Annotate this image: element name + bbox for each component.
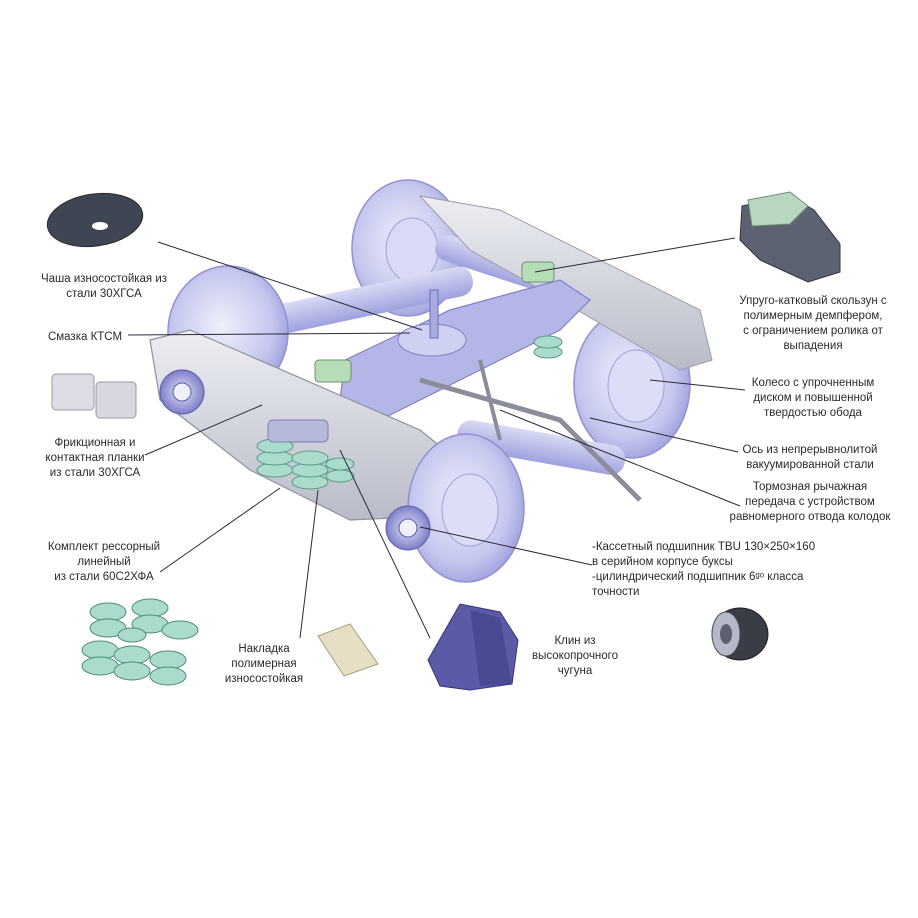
label-wheel: Колесо с упрочненным диском и повышенной… [751,377,875,419]
label-bearing: -Кассетный подшипник TBU 130×250×160 в с… [592,541,816,598]
side-bearing-right [521,261,555,283]
friction-plate-1 [51,373,95,411]
bolster-end [267,419,329,443]
center-pin [429,289,439,339]
rear-right-wheel-hub [607,349,665,423]
label-brake: Тормозная рычажная передача с устройство… [729,481,891,523]
wear-bowl-hole [92,222,108,230]
brake-lever [478,359,502,441]
label-wear-bowl: Чаша износостойкая из стали 30ХГСА [40,273,168,300]
label-polymer-pad: Накладка полимерная износостойкая [224,643,304,685]
brake-beam [419,377,642,502]
right-side-frame [418,195,713,371]
label-friction-plates: Фрикционная и контактная планки из стали… [45,437,145,479]
label-axle: Ось из непрерывнолитой вакуумированной с… [742,444,878,471]
label-lubricant: Смазка КТСМ [47,331,123,343]
friction-plate-2 [95,381,137,419]
leader-lines [127,237,746,639]
label-wedge: Клин из высокопрочного чугуна [531,635,619,677]
wear-bowl-part [46,192,144,248]
spring-set-part [81,598,199,686]
label-spring-set: Комплект рессорный линейный из стали 60С… [47,541,161,583]
spring-group-right [533,335,563,359]
side-bearing-left [314,359,352,383]
polymer-pad-part [317,623,379,677]
label-side-bearing: Упруго-катковый скользун с полимерным де… [739,295,887,352]
